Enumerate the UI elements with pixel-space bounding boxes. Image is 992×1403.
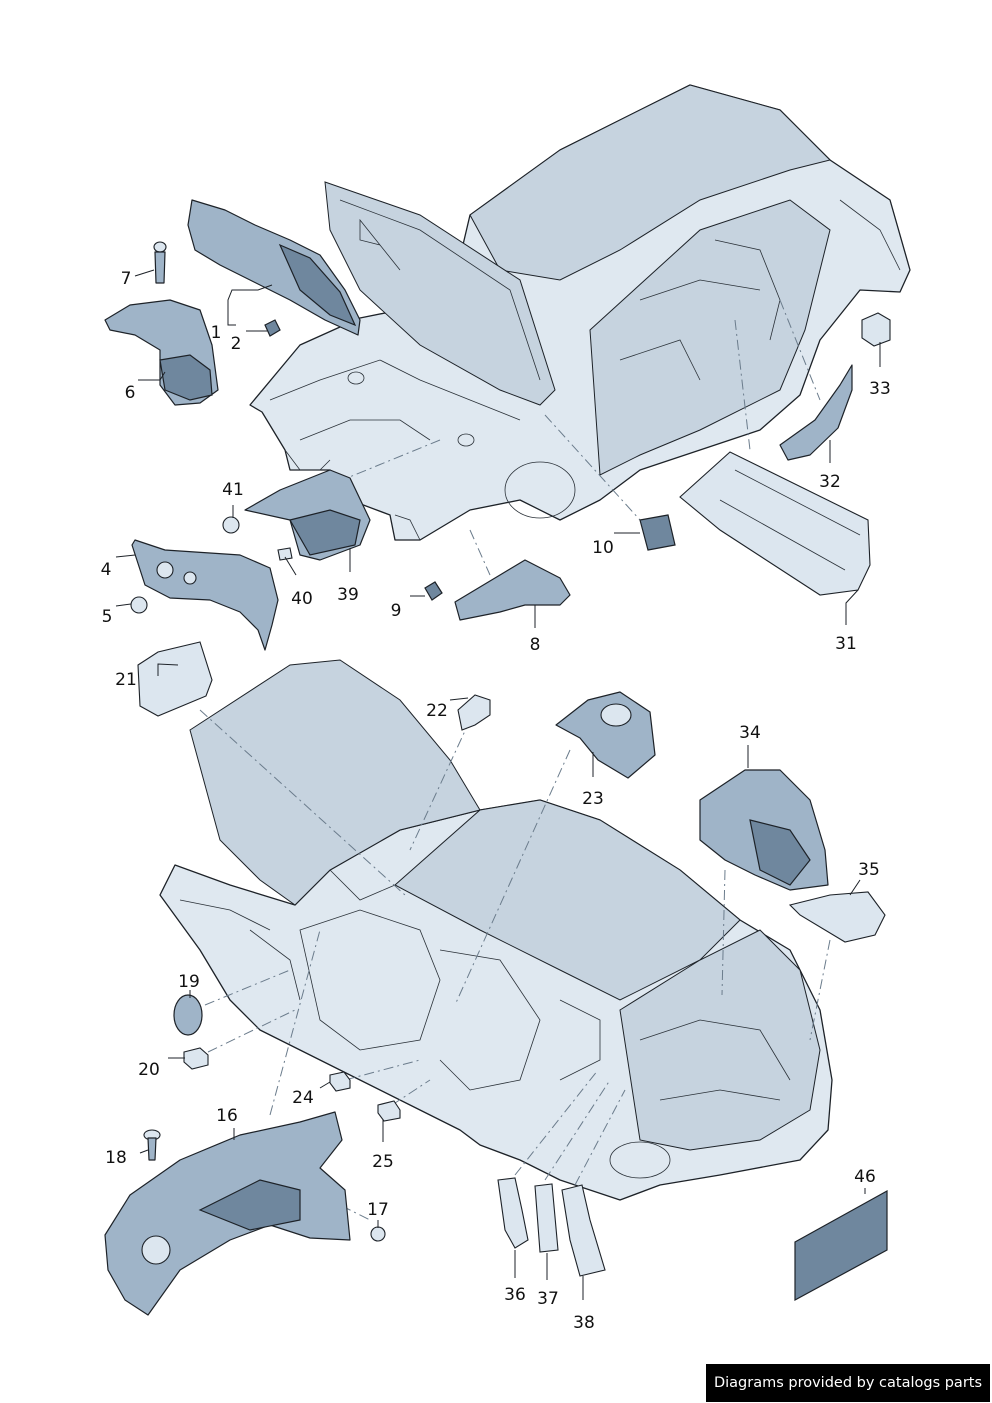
part-33-pad: [861, 312, 891, 347]
callout-35: 35: [858, 860, 880, 880]
callout-41: 41: [222, 480, 244, 500]
part-1-insulation: [187, 199, 361, 336]
callout-34: 34: [739, 723, 761, 743]
part-21-block: [137, 641, 213, 717]
upper-car-body: [249, 84, 911, 541]
part-25-block: [377, 1100, 401, 1122]
part-34-panel: [699, 769, 829, 891]
callout-24: 24: [292, 1088, 314, 1108]
part-36-trim: [497, 1177, 529, 1249]
part-10-buffer: [639, 514, 676, 551]
callout-32: 32: [819, 472, 841, 492]
lower-car-body: [159, 659, 833, 1201]
callout-33: 33: [869, 379, 891, 399]
part-38-trim: [561, 1184, 606, 1277]
callout-4: 4: [101, 560, 112, 580]
callout-16: 16: [216, 1106, 238, 1126]
callout-38: 38: [573, 1313, 595, 1333]
part-18-bolt: [143, 1129, 161, 1161]
callout-1: 1: [211, 323, 222, 343]
callout-2: 2: [231, 334, 242, 354]
part-46-mat: [794, 1189, 888, 1302]
callout-19: 19: [178, 972, 200, 992]
part-17-clip: [370, 1226, 386, 1242]
callout-17: 17: [367, 1200, 389, 1220]
callout-8: 8: [530, 635, 541, 655]
callout-36: 36: [504, 1285, 526, 1305]
callout-5: 5: [102, 607, 113, 627]
part-16-dash-insulation: [104, 1111, 351, 1316]
callout-40: 40: [291, 589, 313, 609]
part-4-wheelhouse-panel: [131, 539, 279, 651]
callout-23: 23: [582, 789, 604, 809]
part-32-bracket: [779, 364, 853, 461]
part-35-panel: [788, 891, 886, 943]
callout-46: 46: [854, 1167, 876, 1187]
callout-7: 7: [121, 269, 132, 289]
callout-37: 37: [537, 1289, 559, 1309]
part-20-block: [183, 1047, 209, 1070]
part-24-block: [329, 1071, 351, 1092]
callout-10: 10: [592, 538, 614, 558]
callout-20: 20: [138, 1060, 160, 1080]
part-31-floor-panel: [679, 451, 871, 596]
part-2-clip: [264, 319, 281, 337]
part-6-wheelhouse-liner: [104, 299, 219, 406]
leader-lines: [115, 269, 881, 1300]
part-7-bolt: [153, 241, 167, 284]
callout-18: 18: [105, 1148, 127, 1168]
callout-9: 9: [391, 601, 402, 621]
part-19-pad: [173, 994, 203, 1036]
part-22-bracket: [457, 694, 491, 731]
callout-39: 39: [337, 585, 359, 605]
part-41-grommet: [222, 516, 240, 534]
callout-6: 6: [125, 383, 136, 403]
callout-25: 25: [372, 1152, 394, 1172]
callout-22: 22: [426, 701, 448, 721]
part-37-trim: [534, 1183, 559, 1253]
part-23-shock-tower: [555, 691, 656, 779]
part-8-bracket: [454, 559, 571, 621]
part-5-grommet: [130, 596, 148, 614]
callout-21: 21: [115, 670, 137, 690]
footer-banner: Diagrams provided by catalogs parts: [706, 1364, 990, 1402]
part-39-bracket: [244, 469, 371, 561]
callout-labels: 1 2 7 6 41 40 39 4 5 9 8 10 31 32 33 21 …: [101, 269, 891, 1333]
part-40-clip: [277, 547, 293, 561]
callout-31: 31: [835, 634, 857, 654]
footer-text: Diagrams provided by catalogs parts: [713, 1375, 983, 1391]
part-9-clip: [424, 581, 443, 601]
